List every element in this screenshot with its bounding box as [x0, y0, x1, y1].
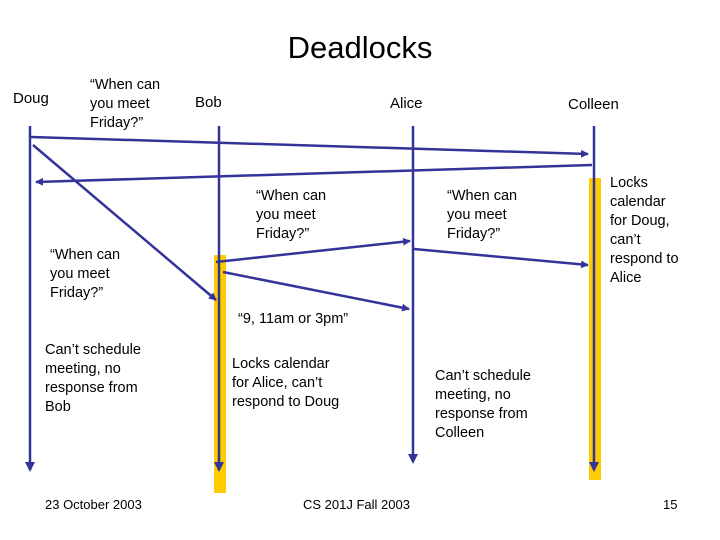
alice-to-colleen-arrow	[413, 247, 589, 269]
bob-to-alice-arrow	[215, 237, 411, 264]
colleen-to-doug-arrow	[35, 163, 593, 186]
lifeline-label-doug: Doug	[13, 90, 49, 107]
bob-reply-arrow	[222, 270, 410, 312]
lifeline-label-bob: Bob	[195, 94, 222, 111]
note-bob-reply: “9, 11am or 3pm”	[238, 311, 349, 327]
lifeline-label-alice: Alice	[390, 95, 423, 112]
page-title: Deadlocks	[287, 30, 433, 65]
bob-lock-bar	[214, 255, 226, 493]
footer-course: CS 201J Fall 2003	[303, 497, 410, 512]
footer-date: 23 October 2003	[45, 497, 142, 512]
doug-to-colleen-arrow	[30, 135, 589, 158]
footer-page-number: 15	[663, 497, 678, 512]
lifeline-label-colleen: Colleen	[568, 96, 619, 113]
colleen-lock-bar	[589, 178, 601, 480]
